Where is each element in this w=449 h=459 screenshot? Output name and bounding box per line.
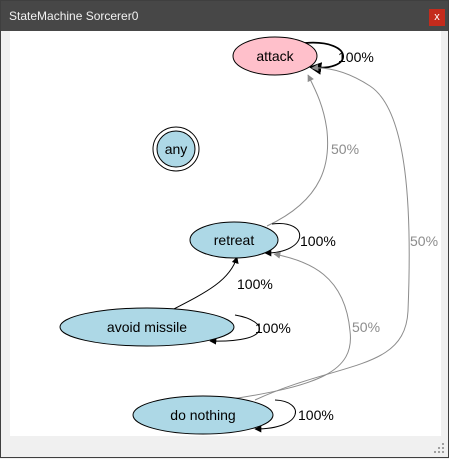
close-button[interactable]: x bbox=[429, 9, 445, 26]
state-node-avoid-missile[interactable]: avoid missile bbox=[59, 307, 235, 347]
state-graph: 100% 50% 50% 100% 100% 100% 50% bbox=[59, 36, 438, 435]
edge-avoidmissile-retreat[interactable] bbox=[167, 256, 239, 313]
state-node-any[interactable]: any bbox=[152, 126, 200, 172]
edge-label-attack-attack: 100% bbox=[338, 49, 374, 65]
window-title: StateMachine Sorcerer0 bbox=[9, 9, 139, 23]
edge-attack-attack[interactable] bbox=[304, 41, 345, 75]
state-label-avoid-missile: avoid missile bbox=[107, 319, 187, 335]
edge-label-retreat-attack: 50% bbox=[331, 141, 359, 157]
edge-donothing-attack[interactable] bbox=[254, 64, 410, 401]
state-node-attack[interactable]: attack bbox=[232, 36, 318, 76]
state-label-attack: attack bbox=[256, 48, 294, 64]
edge-donothing-donothing[interactable] bbox=[254, 399, 296, 433]
state-label-any: any bbox=[165, 141, 188, 157]
edge-avoidmissile-avoidmissile[interactable] bbox=[209, 314, 260, 345]
graph-canvas: 100% 50% 50% 100% 100% 100% 50% bbox=[10, 31, 441, 436]
title-bar[interactable]: StateMachine Sorcerer0 x bbox=[1, 1, 448, 31]
edge-donothing-retreat[interactable] bbox=[224, 251, 351, 401]
edge-label-donothing-retreat: 50% bbox=[352, 319, 380, 335]
state-label-do-nothing: do nothing bbox=[170, 407, 235, 423]
canvas-frame: 100% 50% 50% 100% 100% 100% 50% bbox=[4, 31, 447, 436]
state-node-retreat[interactable]: retreat bbox=[189, 221, 279, 259]
edge-label-retreat-retreat: 100% bbox=[300, 233, 336, 249]
edge-label-avoidmissile-retreat: 100% bbox=[237, 276, 273, 292]
edge-label-donothing-donothing: 100% bbox=[298, 407, 334, 423]
close-icon: x bbox=[434, 11, 440, 23]
resize-grip-icon[interactable] bbox=[433, 441, 445, 453]
edge-retreat-attack[interactable] bbox=[266, 74, 329, 227]
state-node-do-nothing[interactable]: do nothing bbox=[132, 395, 274, 435]
edge-label-avoidmissile-avoidmissile: 100% bbox=[255, 320, 291, 336]
status-bar bbox=[1, 436, 448, 457]
edge-label-donothing-attack: 50% bbox=[410, 233, 438, 249]
state-label-retreat: retreat bbox=[214, 232, 255, 248]
